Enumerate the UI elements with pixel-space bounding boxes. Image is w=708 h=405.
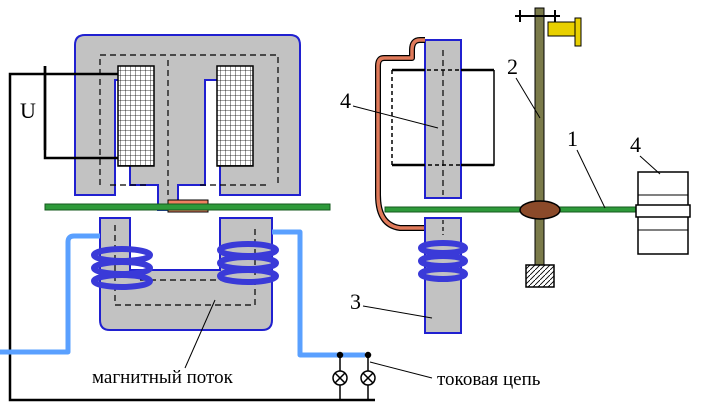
- magnetic-flux-label: магнитный поток: [92, 367, 234, 388]
- axis-bearing: [525, 264, 555, 288]
- side-view: [375, 7, 691, 334]
- voltage-coil-left: [117, 65, 155, 167]
- side-copper-wire: [375, 37, 430, 231]
- leader-4-right: [639, 155, 661, 175]
- voltage-electromagnet: [74, 34, 301, 213]
- leader-2: [515, 77, 541, 119]
- disk-side-view: [44, 203, 331, 211]
- voltage-core: [74, 34, 301, 211]
- leader-3: [362, 305, 433, 319]
- label-4-right: 4: [630, 132, 641, 157]
- magnetic-flux-leader: [184, 299, 216, 369]
- disk-axis: [534, 7, 545, 271]
- label-4-left: 4: [340, 88, 351, 113]
- leader-4-left: [352, 105, 439, 129]
- current-coil-left: [91, 246, 153, 290]
- current-coil-right: [217, 241, 279, 285]
- voltage-label: U: [20, 98, 36, 123]
- voltage-leads: [8, 66, 375, 402]
- side-current-coil: [418, 240, 468, 282]
- current-circuit-leader: [369, 361, 433, 379]
- disk-hub: [519, 200, 561, 220]
- load-lamps: [332, 351, 376, 400]
- axis-top-screw: [515, 10, 560, 22]
- label-1: 1: [567, 126, 578, 151]
- current-circuit-wire: [0, 229, 365, 358]
- label-2: 2: [507, 54, 518, 79]
- leader-1: [576, 149, 606, 209]
- voltage-coil-right: [216, 65, 254, 167]
- current-circuit-label: токовая цепь: [437, 369, 541, 390]
- label-3: 3: [350, 289, 361, 314]
